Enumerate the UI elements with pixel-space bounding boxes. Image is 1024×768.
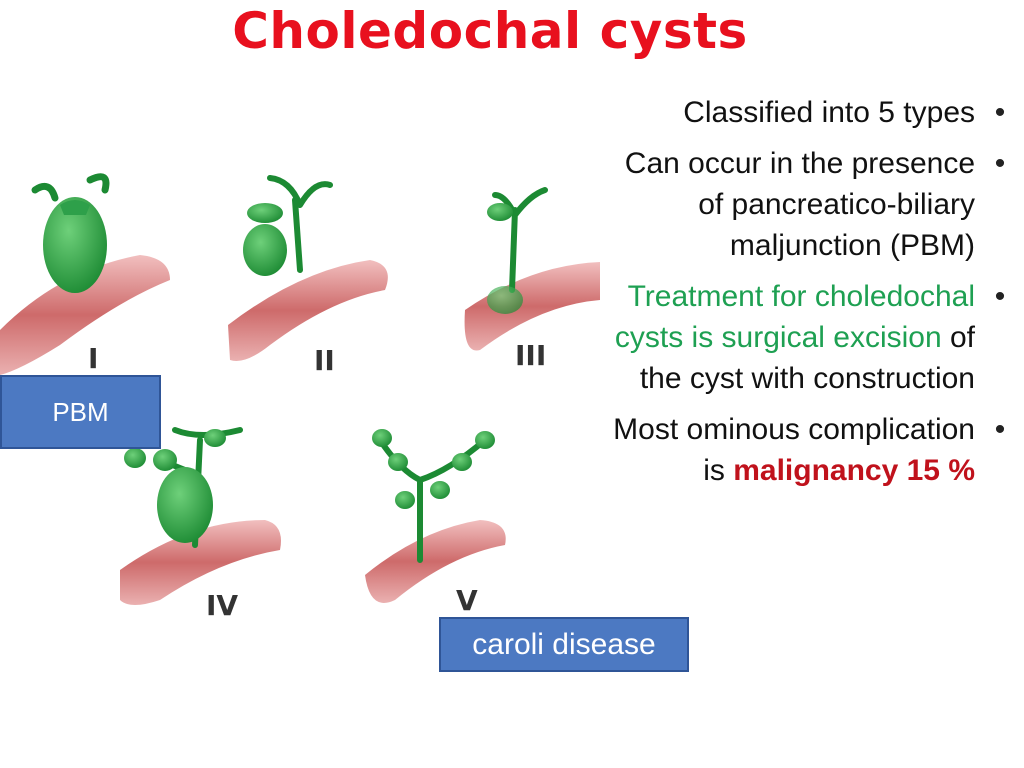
cyst-types-illustration: I II III IV V: [0, 173, 600, 622]
treatment-highlight: Treatment for choledochal cysts is surgi…: [614, 280, 975, 354]
type-v-diagram: V: [365, 429, 506, 617]
bullet-dot-icon: •: [994, 280, 1006, 313]
type-iii-diagram: III: [464, 187, 600, 372]
type-i-label: I: [88, 342, 98, 375]
bullet-list: Classified into 5 types • Can occur in t…: [600, 92, 1018, 501]
type-ii-label: II: [314, 344, 335, 377]
malignancy-highlight: malignancy 15 %: [733, 454, 975, 487]
bullet-item: Most ominous complication is malignancy …: [600, 409, 1018, 491]
type-v-label: V: [456, 584, 478, 617]
caroli-disease-label-box: caroli disease: [439, 617, 689, 672]
bullet-dot-icon: •: [994, 413, 1006, 446]
bullet-item: Treatment for choledochal cysts is surgi…: [600, 276, 1018, 399]
type-ii-diagram: II: [228, 175, 388, 377]
type-i-diagram: I: [0, 173, 170, 375]
bullet-dot-icon: •: [994, 96, 1006, 129]
bullet-dot-icon: •: [994, 147, 1006, 180]
type-iv-label: IV: [206, 589, 238, 622]
bullet-item: Classified into 5 types •: [600, 92, 1018, 133]
type-iii-label: III: [515, 339, 546, 372]
slide-title: Choledochal cysts: [232, 2, 748, 60]
type-iv-diagram: IV: [120, 427, 281, 622]
pbm-label-box: PBM: [0, 375, 161, 449]
bullet-item: Can occur in the presence of pancreatico…: [600, 143, 1018, 266]
